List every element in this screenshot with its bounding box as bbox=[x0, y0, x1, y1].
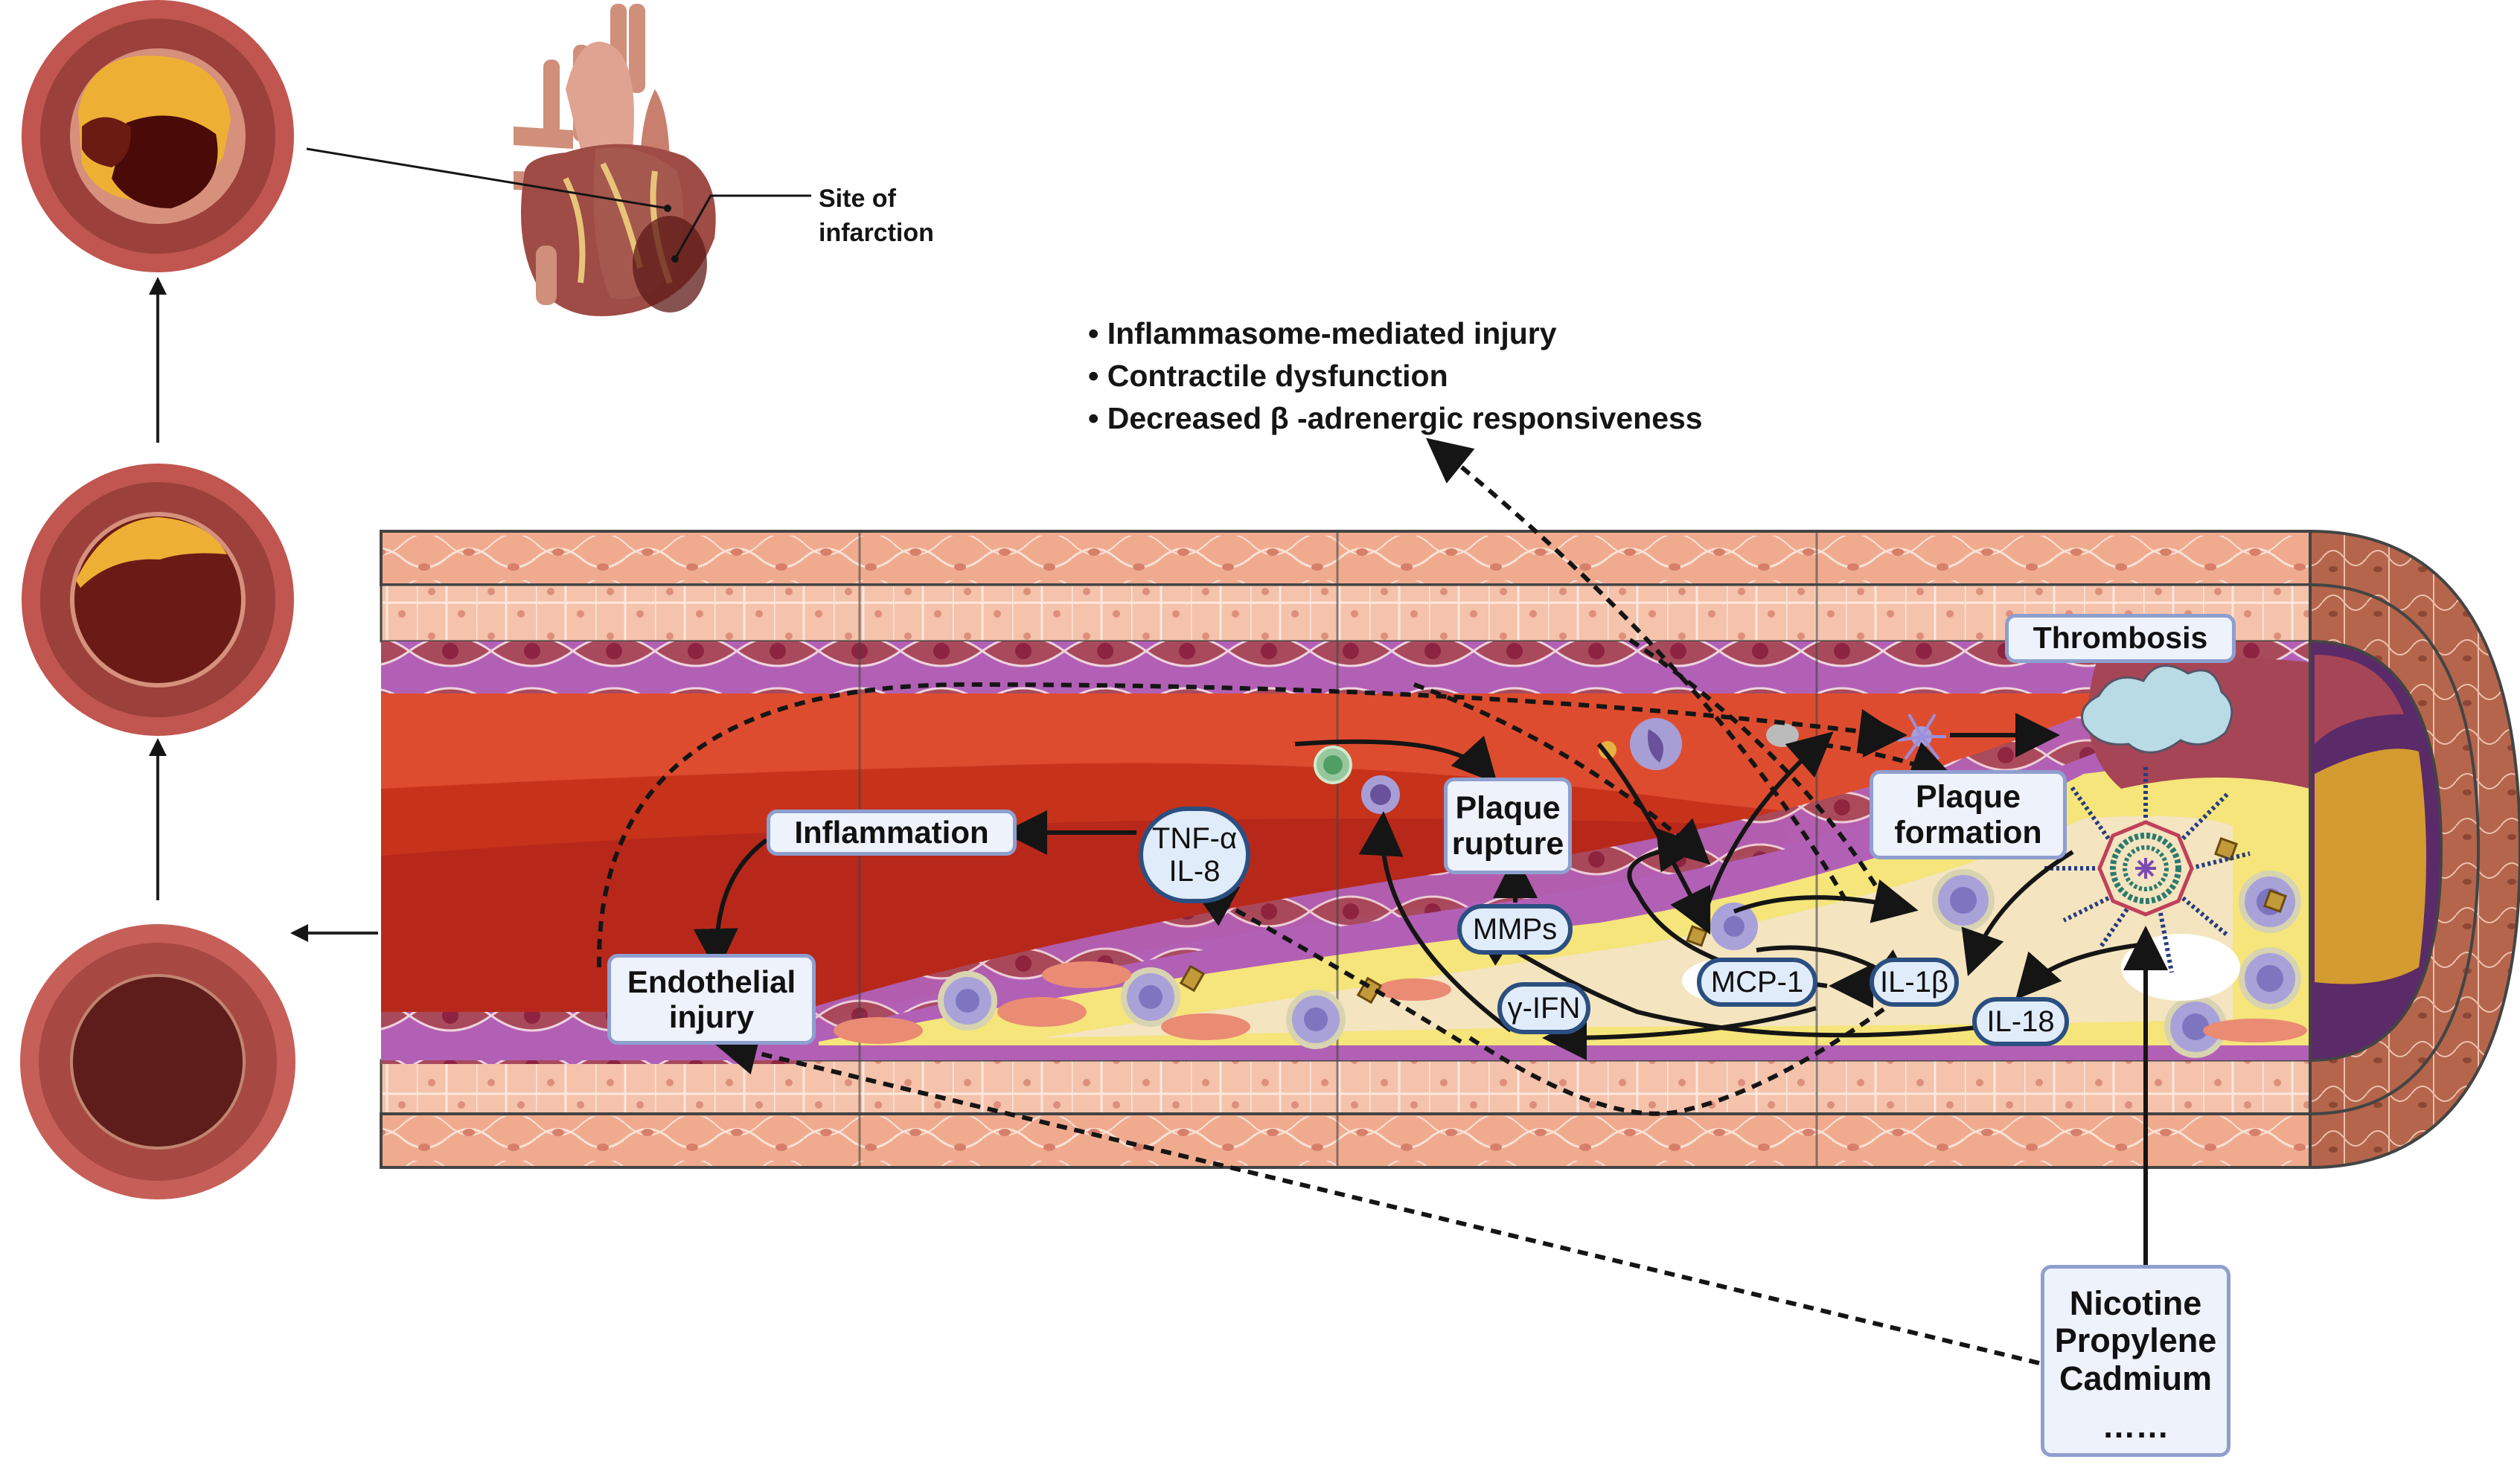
gamma-ifn-pill: γ-IFN bbox=[1497, 982, 1590, 1034]
thrombosis-label: Thrombosis bbox=[2005, 614, 2236, 663]
outcome-item: Decreased β -adrenergic responsiveness bbox=[1088, 397, 1703, 440]
heart-illustration bbox=[514, 4, 716, 316]
exposure-item-cadmium: Cadmium bbox=[2059, 1359, 2213, 1397]
tnf-alpha-text: TNF-α bbox=[1151, 822, 1238, 855]
exposure-item-propylene: Propylene bbox=[2054, 1321, 2217, 1360]
dashed-to-tnf bbox=[1190, 885, 1462, 1044]
dashed-exposures-to-endothelial bbox=[712, 1031, 2040, 1365]
arrow-cell-to-rupture bbox=[1294, 735, 1498, 784]
plaque-formation-label: Plaque formation bbox=[1870, 770, 2067, 859]
dashed-to-outcomes bbox=[1426, 438, 1848, 902]
exposure-more-ellipsis: …… bbox=[2102, 1407, 2169, 1446]
outcomes-list: Inflammasome-mediated injury Contractile… bbox=[1088, 313, 1703, 440]
vessel-cross-section-occluded bbox=[22, 0, 294, 272]
arrow-ifn-to-cell bbox=[1358, 811, 1512, 1033]
plaque-formation-line1: Plaque bbox=[1916, 778, 2021, 815]
exposure-item-nicotine: Nicotine bbox=[2069, 1284, 2202, 1322]
arrow-inflammation-to-endothelial bbox=[693, 838, 768, 973]
arrow-inflammasome-to-il18 bbox=[2015, 943, 2140, 1000]
dashed-to-monocyte bbox=[1413, 682, 1711, 865]
gamma-ifn-text: γ-IFN bbox=[1507, 992, 1581, 1025]
infarction-annotation: Site of infarction bbox=[819, 182, 934, 250]
dashed-to-plaque-formation bbox=[1804, 740, 1955, 784]
il18-pill: IL-18 bbox=[1972, 997, 2069, 1046]
dashed-pathway-arrows bbox=[596, 438, 2040, 1365]
plaque-rupture-line1: Plaque bbox=[1455, 789, 1561, 826]
il1b-text: IL-1β bbox=[1880, 966, 1948, 999]
il18-text: IL-18 bbox=[1986, 1005, 2055, 1038]
mcp1-text: MCP-1 bbox=[1710, 966, 1804, 999]
arrow-monocyte-down bbox=[1596, 743, 1711, 935]
endothelial-injury-line1: Endothelial bbox=[627, 964, 796, 999]
arrow-to-platelet bbox=[1702, 731, 1834, 916]
plaque-rupture-label: Plaque rupture bbox=[1444, 778, 1572, 874]
infarction-label-line2: infarction bbox=[819, 219, 934, 247]
plaque-rupture-line2: rupture bbox=[1451, 826, 1564, 862]
plaque-formation-line2: formation bbox=[1894, 815, 2042, 850]
infarction-label-line1: Site of bbox=[819, 185, 896, 213]
arrow-to-ifn bbox=[1542, 1006, 1817, 1060]
thrombosis-text: Thrombosis bbox=[2033, 621, 2208, 656]
mmps-text: MMPs bbox=[1472, 913, 1558, 946]
inflammation-text: Inflammation bbox=[794, 815, 989, 850]
thrombus-clot bbox=[2081, 664, 2233, 754]
arrow-il18-to-mmps bbox=[1469, 923, 1984, 1038]
vessel-cross-section-healthy bbox=[20, 924, 295, 1199]
outcome-item: Inflammasome-mediated injury bbox=[1088, 313, 1703, 355]
outcome-item: Contractile dysfunction bbox=[1088, 355, 1703, 397]
vessel-cross-section-partial-plaque bbox=[22, 464, 294, 736]
endothelial-injury-label: Endothelial injury bbox=[607, 954, 816, 1045]
dashed-diagonal bbox=[1628, 638, 1878, 887]
tnf-il8-pill: TNF-α IL-8 bbox=[1139, 807, 1250, 903]
infarction-callout-line bbox=[674, 194, 811, 260]
il8-text: IL-8 bbox=[1168, 855, 1221, 888]
infarction-dot bbox=[671, 255, 679, 263]
mcp1-pill: MCP-1 bbox=[1697, 958, 1817, 1007]
inflammation-label: Inflammation bbox=[767, 810, 1017, 856]
callout-dot bbox=[664, 205, 671, 212]
exposures-box: Nicotine Propylene Cadmium …… bbox=[2041, 1265, 2230, 1457]
mmps-pill: MMPs bbox=[1457, 904, 1573, 955]
heart-callout-line bbox=[306, 147, 668, 210]
il1b-pill: IL-1β bbox=[1870, 958, 1959, 1007]
arrow-inflammasome-to-il1b bbox=[1961, 850, 2074, 976]
dashed-lower-loop bbox=[1468, 991, 1907, 1116]
arrow-to-foamcell bbox=[1733, 879, 1919, 923]
endothelial-injury-line2: injury bbox=[668, 999, 755, 1034]
pathway-arrows bbox=[693, 713, 2168, 1272]
